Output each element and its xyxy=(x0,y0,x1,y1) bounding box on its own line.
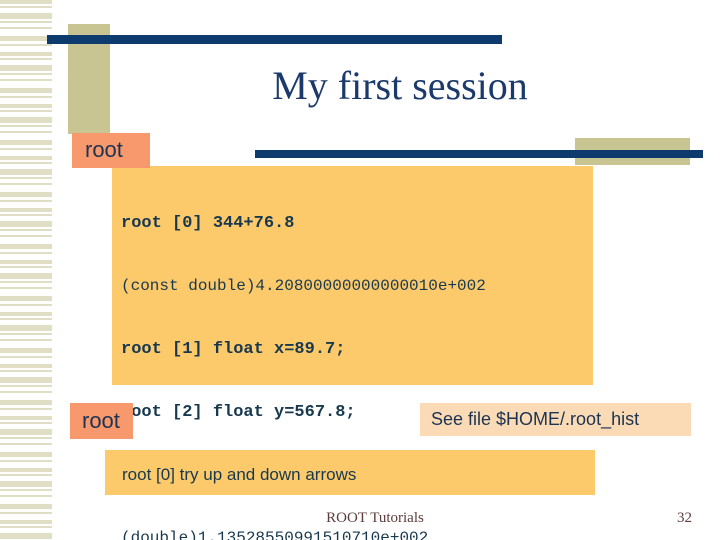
try-arrows-note: root [0] try up and down arrows xyxy=(105,450,595,495)
left-stripe-decoration xyxy=(0,0,52,540)
terminal-line: (double)1.13528550991510710e+002 xyxy=(121,529,429,540)
slide-title: My first session xyxy=(272,63,528,108)
terminal-line: (const double)4.20800000000000010e+002 xyxy=(121,277,486,295)
root-label-top: root xyxy=(72,133,150,168)
footer-title: ROOT Tutorials xyxy=(326,510,424,526)
top-navy-bar xyxy=(47,35,502,44)
root-terminal-output: root [0] 344+76.8 (const double)4.208000… xyxy=(112,166,593,540)
terminal-line: root [2] float y=567.8; xyxy=(121,403,356,422)
terminal-line: root [0] 344+76.8 xyxy=(121,214,295,233)
see-file-note: See file $HOME/.root_hist xyxy=(420,403,691,436)
page-number: 32 xyxy=(677,510,692,526)
root-label-bottom: root xyxy=(70,403,133,439)
terminal-line: root [1] float x=89.7; xyxy=(121,340,346,359)
title-underline-bar xyxy=(255,150,703,158)
